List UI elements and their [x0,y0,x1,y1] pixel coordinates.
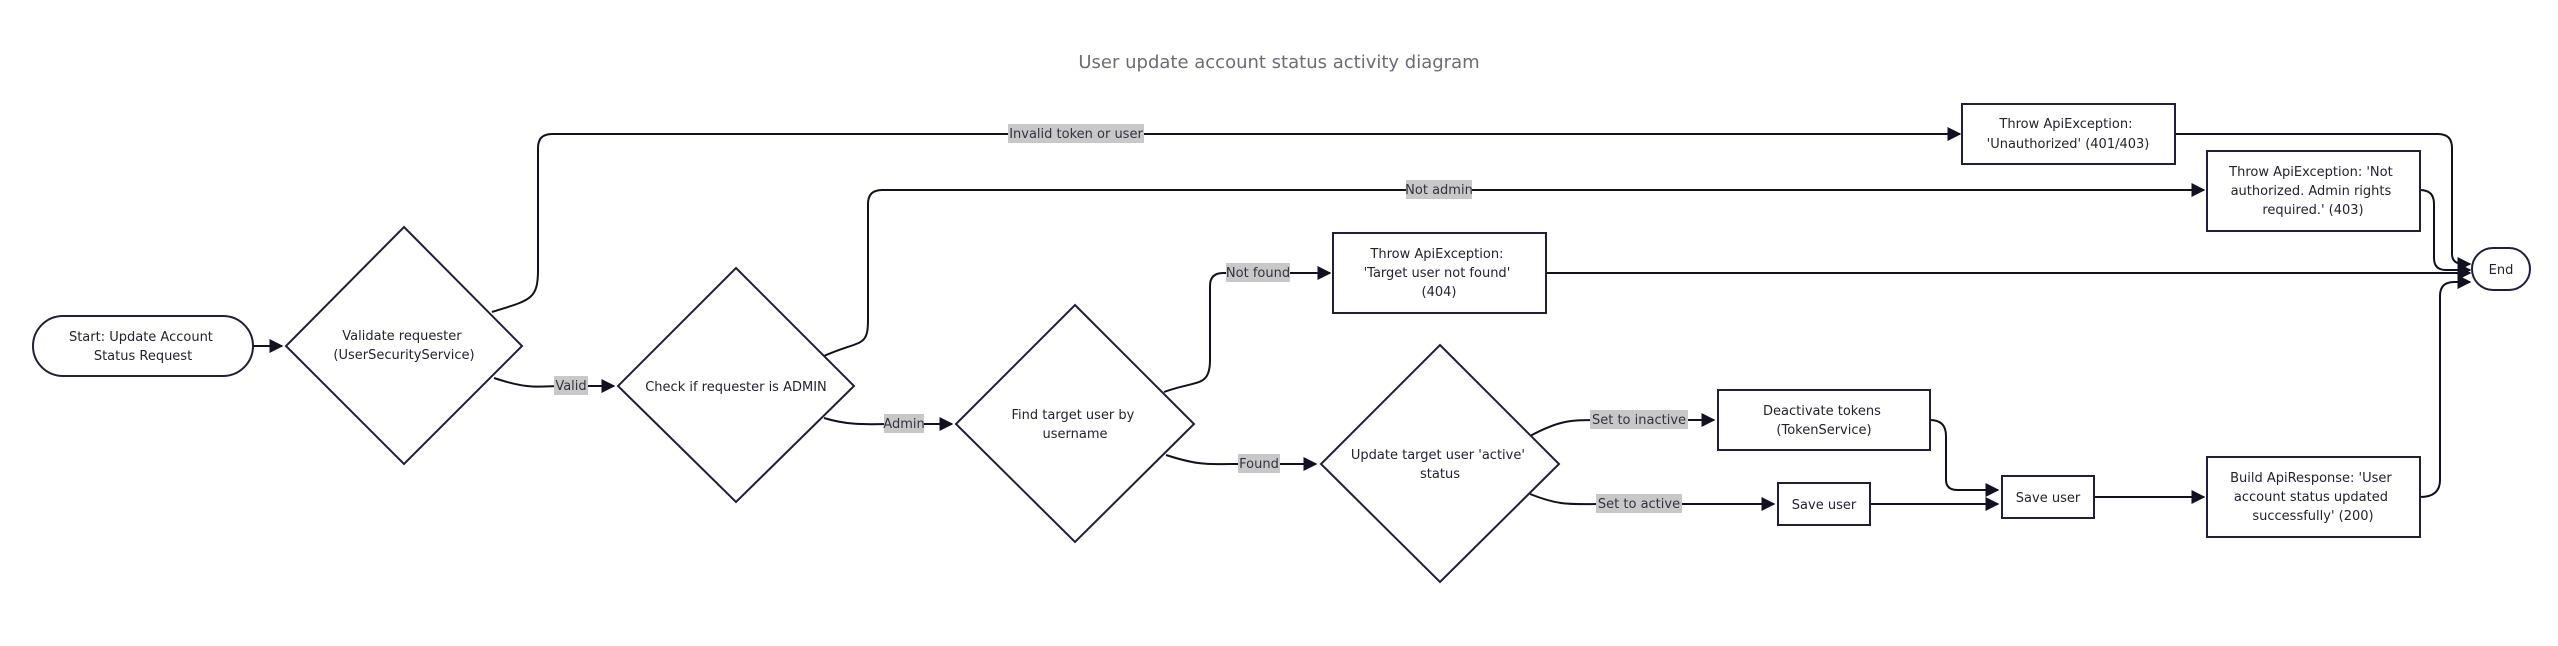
svg-text:Deactivate tokens (Tok: Deactivate tokens (TokenService) [1763,404,1885,438]
edge-label-found-text: Found [1239,457,1279,472]
svg-text:Save user: Save user [1792,498,1857,513]
svg-text:Update target user 'active': Update target user 'active' status [1351,448,1529,482]
svg-text:End: End [2489,263,2514,278]
save-user-line-1: Save user [2016,491,2081,506]
edge-label-admin-text: Admin [883,417,924,432]
edge-label-set-inactive-text: Set to inactive [1592,413,1686,428]
svg-text:Build ApiResponse: 'User: Build ApiResponse: 'User account status … [2230,471,2396,524]
check-admin-decision: Check if requester is ADMIN [616,266,856,504]
edges [253,127,2472,511]
edge-label-set-active-text: Set to active [1598,497,1680,512]
update-status-line-2: status [1420,467,1460,482]
build-response-line-2: account status updated [2234,490,2388,505]
edge-label-set-inactive: Set to inactive [1590,410,1688,429]
end-node: End [2471,247,2531,291]
validate-requester-line-2: (UserSecurityService) [333,348,474,363]
edge-validate-to-unauthorized [491,127,1962,313]
edge-find-user-to-update [1165,454,1318,471]
find-user-line-2: username [1043,427,1108,442]
deactivate-tokens-line-2: (TokenService) [1776,423,1871,438]
edge-label-not-admin: Not admin [1405,180,1473,199]
throw-not-found-line-3: (404) [1422,285,1457,300]
save-user-active-line-1: Save user [1792,498,1857,513]
edge-labels: Invalid token or user Valid Not admin Ad… [554,124,1688,513]
throw-unauthorized-line-2: 'Unauthorized' (401/403) [1987,137,2150,152]
update-status-decision: Update target user 'active' status [1319,343,1561,584]
edge-label-valid: Valid [554,376,588,395]
edge-check-admin-to-not-admin [823,183,2206,357]
edge-build-response-to-end [2419,275,2472,498]
throw-unauthorized-action: Throw ApiException: 'Unauthorized' (401/… [1961,103,2176,165]
edge-label-not-found-text: Not found [1226,266,1290,281]
throw-not-found-line-2: 'Target user not found' [1364,266,1511,281]
validate-requester-decision: Validate requester (UserSecurityService) [284,225,524,466]
diagram-title: User update account status activity diag… [1078,52,1480,73]
edge-find-user-to-not-found [1163,266,1332,393]
svg-text:Start: Update Account: Start: Update Account Status Request [69,330,217,364]
end-node-line-1: End [2489,263,2514,278]
validate-requester-line-1: Validate requester [342,329,462,344]
edge-label-not-admin-text: Not admin [1405,183,1473,198]
save-user-active-action: Save user [1777,482,1871,526]
start-node-line-1: Start: Update Account [69,330,213,345]
edge-label-not-found: Not found [1226,263,1290,282]
throw-not-admin-line-3: required.' (403) [2262,203,2363,218]
edge-deactivate-to-save [1929,419,2000,497]
throw-not-found-line-1: Throw ApiException: [1369,247,1503,262]
throw-not-found-action: Throw ApiException: 'Target user not fou… [1332,232,1547,314]
throw-not-admin-line-2: authorized. Admin rights [2231,184,2392,199]
edge-label-valid-text: Valid [555,379,586,394]
edge-not-admin-to-end [2419,189,2472,277]
start-node: Start: Update Account Status Request [32,315,254,377]
deactivate-tokens-line-1: Deactivate tokens [1763,404,1881,419]
edge-label-set-active: Set to active [1596,494,1682,513]
svg-text:Throw ApiException: 'Not: Throw ApiException: 'Not authorized. Adm… [2228,165,2397,218]
deactivate-tokens-action: Deactivate tokens (TokenService) [1717,389,1931,451]
throw-not-admin-action: Throw ApiException: 'Not authorized. Adm… [2206,150,2421,232]
update-status-line-1: Update target user 'active' [1351,448,1525,463]
svg-text:Save user: Save user [2016,491,2081,506]
build-response-action: Build ApiResponse: 'User account status … [2206,456,2421,538]
save-user-action: Save user [2001,475,2095,519]
svg-text:Throw ApiException: 'U: Throw ApiException: 'Unauthorized' (401/… [1987,117,2150,152]
build-response-line-3: successfully' (200) [2252,509,2373,524]
find-user-decision: Find target user by username [954,303,1196,544]
svg-text:Throw ApiException: 'T: Throw ApiException: 'Target user not fou… [1364,247,1515,300]
check-admin-line-1: Check if requester is ADMIN [645,380,827,395]
throw-not-admin-line-1: Throw ApiException: 'Not [2228,165,2393,180]
find-user-line-1: Find target user by [1012,408,1135,423]
throw-unauthorized-line-1: Throw ApiException: [1998,117,2132,132]
nodes: Start: Update Account Status Request Val… [32,103,2531,584]
edge-label-invalid: Invalid token or user [1008,124,1144,143]
svg-text:Validate requester (Us: Validate requester (UserSecurityService) [333,329,474,363]
edge-label-admin: Admin [883,414,925,433]
start-node-line-2: Status Request [94,349,192,364]
svg-text:Find target user by us: Find target user by username [1012,408,1139,442]
edge-label-invalid-text: Invalid token or user [1009,127,1143,142]
svg-text:Check if requester is ADMIN: Check if requester is ADMIN [645,380,827,395]
build-response-line-1: Build ApiResponse: 'User [2230,471,2392,486]
edge-label-found: Found [1238,454,1280,473]
